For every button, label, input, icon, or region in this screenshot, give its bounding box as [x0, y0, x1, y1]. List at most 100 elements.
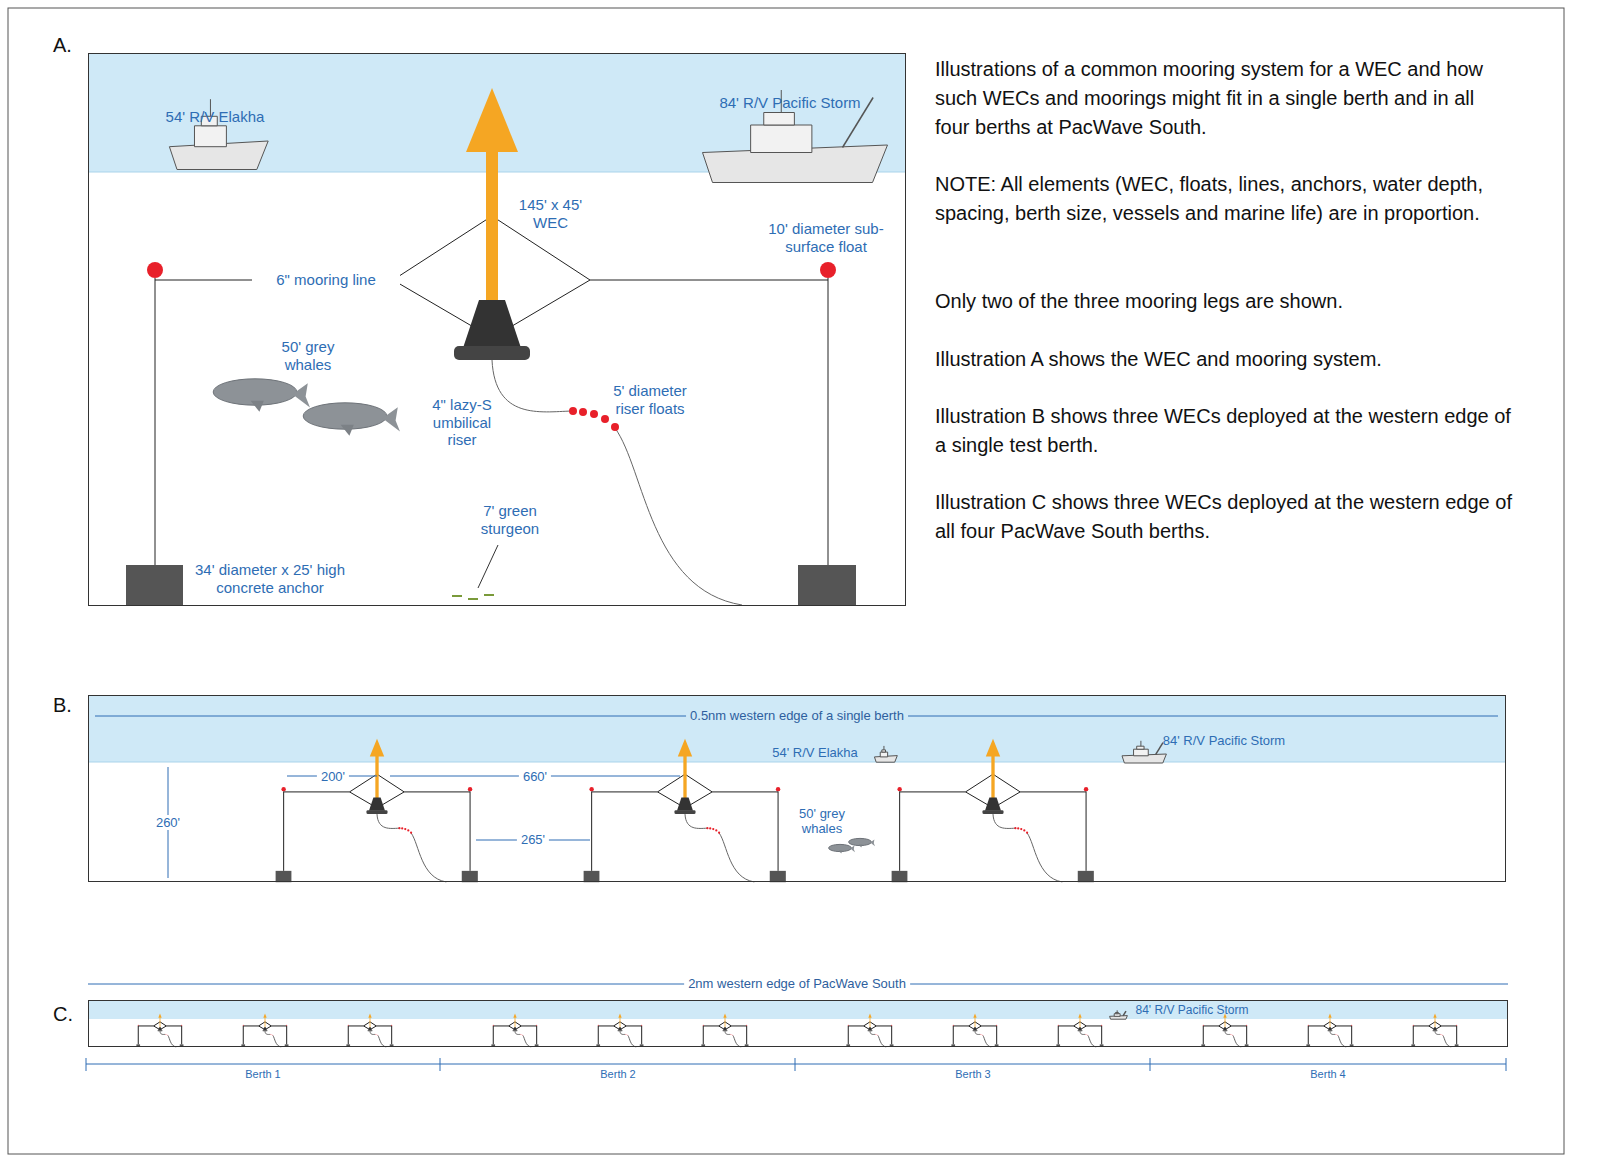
extent-label: 2nm western edge of PacWave South: [684, 976, 910, 991]
wec-spar: [991, 755, 994, 798]
riser-label: 4" lazy-S umbilical riser: [422, 396, 502, 449]
riser-float: [377, 1035, 379, 1037]
umbilical-riser: [1088, 1036, 1096, 1047]
subsurface-float: [348, 1025, 349, 1026]
wec-spar: [486, 148, 498, 302]
riser-float: [272, 1035, 274, 1037]
wec-spar: [1434, 1017, 1436, 1027]
vessel-a-frame: [1156, 743, 1163, 755]
anchor-line: [828, 278, 829, 565]
subsurface-float: [536, 1025, 537, 1026]
note-text: NOTE: All elements (WEC, floats, lines, …: [935, 170, 1515, 228]
grey-whale: [829, 844, 855, 853]
outer-frame: [8, 8, 1564, 1154]
bridle-line: [1225, 1022, 1231, 1026]
riser-float: [732, 1034, 734, 1036]
riser-float: [407, 829, 409, 831]
mooring-line: [900, 791, 966, 792]
wec-cone: [370, 739, 384, 757]
bridle-line: [265, 1022, 271, 1026]
green-sturgeon: [452, 595, 462, 597]
concrete-anchor: [462, 871, 478, 882]
umbilical-riser: [685, 814, 707, 828]
wec-heave-plate: [982, 810, 1003, 814]
umbilical-riser: [1027, 833, 1062, 882]
mooring-line: [712, 791, 778, 792]
riser-float: [1087, 1035, 1089, 1037]
wec-base: [263, 1027, 267, 1030]
bridle-line: [377, 774, 404, 792]
bridle-line: [1324, 1022, 1330, 1026]
umbilical-riser: [1443, 1036, 1451, 1047]
umbilical-riser: [265, 1031, 270, 1034]
wec-spar: [159, 1017, 161, 1027]
anchor-line: [348, 1026, 349, 1045]
riser-float: [1086, 1034, 1088, 1036]
anchor-line: [536, 1026, 537, 1045]
wec-mooring: [1411, 1014, 1458, 1047]
wec-base: [973, 1027, 977, 1030]
riser-float: [1232, 1035, 1234, 1037]
riser-float: [979, 1034, 981, 1036]
wec-spar: [375, 755, 378, 798]
umbilical-riser: [1233, 1036, 1241, 1047]
riser-float: [579, 408, 587, 416]
concrete-anchor: [126, 565, 183, 606]
wec-label: 145' x 45' WEC: [508, 196, 593, 231]
anchor-line: [1246, 1026, 1247, 1045]
whale-fin: [859, 844, 863, 847]
riser-float: [376, 1034, 378, 1036]
water-surface-band: [88, 1000, 1508, 1019]
line-label: 6" mooring line: [252, 271, 400, 289]
research-vessel: [1110, 1010, 1128, 1019]
anchor-line: [243, 1026, 244, 1045]
riser-float: [1017, 827, 1019, 829]
anchor-line: [953, 1026, 954, 1045]
riser-float: [271, 1034, 273, 1036]
anchor-line: [641, 1026, 642, 1045]
wec-cone: [513, 1014, 516, 1018]
bridle-line: [864, 1022, 870, 1026]
riser-float: [167, 1034, 169, 1036]
subsurface-float: [820, 262, 836, 278]
sturgeon-label: 7' green sturgeon: [465, 502, 555, 537]
whale-tail: [292, 383, 310, 407]
bridle-line: [1219, 1022, 1225, 1026]
anchor-line: [470, 791, 471, 870]
mooring-line: [493, 1025, 508, 1026]
subsurface-float: [641, 1025, 642, 1026]
note-text: Only two of the three mooring legs are s…: [935, 287, 1515, 316]
vessel-bridge: [1137, 746, 1144, 749]
riser-float: [731, 1034, 733, 1036]
anchor-line: [1101, 1026, 1102, 1045]
riser-float: [167, 1035, 169, 1037]
umbilical-riser: [620, 1031, 625, 1034]
riser-float: [877, 1034, 879, 1036]
bridle-line: [685, 774, 712, 792]
bridle-line: [969, 1026, 975, 1029]
riser-float: [1439, 1034, 1441, 1036]
mooring-line: [348, 1025, 363, 1026]
bridle-line: [621, 1026, 627, 1029]
riser-float: [590, 410, 598, 418]
umbilical-riser: [993, 814, 1015, 828]
mooring-line: [284, 791, 350, 792]
sea-surface: [88, 762, 1506, 763]
subsurface-float: [598, 1025, 599, 1026]
wec-base: [1078, 1027, 1082, 1030]
whale-fin: [341, 425, 354, 436]
mooring-line: [953, 1025, 968, 1026]
umbilical-riser: [1338, 1036, 1346, 1047]
wec-heave-plate: [454, 346, 530, 360]
bridle-line: [1331, 1026, 1337, 1029]
riser-float: [712, 828, 714, 830]
bridle-line: [614, 1026, 620, 1029]
riser-float: [732, 1035, 734, 1037]
mooring-line: [138, 1025, 153, 1026]
riser-float: [877, 1035, 879, 1037]
wec-heave-plate: [366, 810, 387, 814]
subsurface-float: [181, 1025, 182, 1026]
wec-spar: [369, 1017, 371, 1027]
extent-label: 0.5nm western edge of a single berth: [686, 708, 908, 723]
umbilical-riser: [1435, 1031, 1440, 1034]
